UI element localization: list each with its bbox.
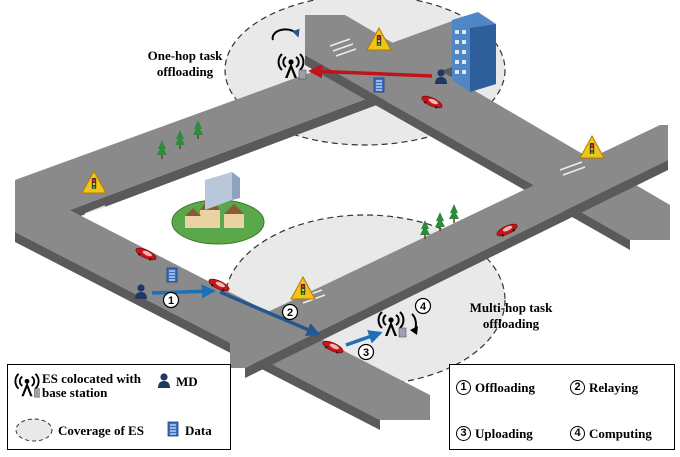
one-hop-offload-arrow [308,64,433,79]
data-icon-top [373,77,385,93]
legend-relaying-num: 2 [570,380,585,395]
legend-relaying-text: Relaying [589,379,639,395]
step-marker-3: 3 [357,343,375,361]
legend-es-line2: base station [42,385,108,400]
legend-es: ES colocated with base station [42,372,141,400]
step-marker-1: 1 [162,291,180,309]
legend-md-icon [158,373,170,388]
data-icon-bottom [166,267,178,283]
step-marker-1-text: 1 [168,295,174,307]
legend-md-text: MD [176,374,198,389]
rotate-arrowhead-bottom [410,326,418,335]
legend-coverage: Coverage of ES [58,424,144,438]
legend-relaying: 2 Relaying [570,380,638,395]
step-marker-2: 2 [281,303,299,321]
legend-offloading-num: 1 [456,380,471,395]
legend-data-icon [167,421,179,437]
relay-arrow [219,290,321,337]
legend-md: MD [176,375,198,389]
town-icon [171,172,265,245]
offload-arrow [151,284,216,299]
step-marker-2-text: 2 [287,307,293,319]
step-marker-3-text: 3 [363,347,369,359]
legend-data-text: Data [185,423,212,438]
legend-right: 1 Offloading 2 Relaying 3 Uploading 4 Co… [449,364,675,450]
one-hop-label-line2: offloading [156,64,214,79]
step-marker-4: 4 [414,297,432,315]
legend-coverage-text: Coverage of ES [58,423,144,438]
one-hop-label-line1: One-hop task [147,48,223,63]
legend-offloading-text: Offloading [475,379,535,395]
multi-hop-label-line2: offloading [482,316,540,331]
legend-computing-num: 4 [570,426,585,441]
legend-base-station-icon [14,372,40,399]
one-hop-label: One-hop task offloading [125,48,245,80]
legend-offloading: 1 Offloading [456,380,535,395]
legend-uploading: 3 Uploading [456,426,533,441]
building-icon [452,12,496,92]
multi-hop-label: Multi-hop task offloading [450,300,572,332]
legend-es-line1: ES colocated with [42,371,141,386]
upload-arrow [345,330,383,347]
multi-hop-label-line1: Multi-hop task [469,300,553,315]
legend-data: Data [185,424,212,438]
legend-coverage-icon [15,418,53,442]
legend-uploading-num: 3 [456,426,471,441]
rotate-arrow-icon-top [271,28,300,41]
legend-computing: 4 Computing [570,426,652,441]
legend-uploading-text: Uploading [475,425,533,441]
legend-left: ES colocated with base station MD Covera… [7,364,231,450]
step-marker-4-text: 4 [420,301,427,313]
legend-computing-text: Computing [589,425,652,441]
